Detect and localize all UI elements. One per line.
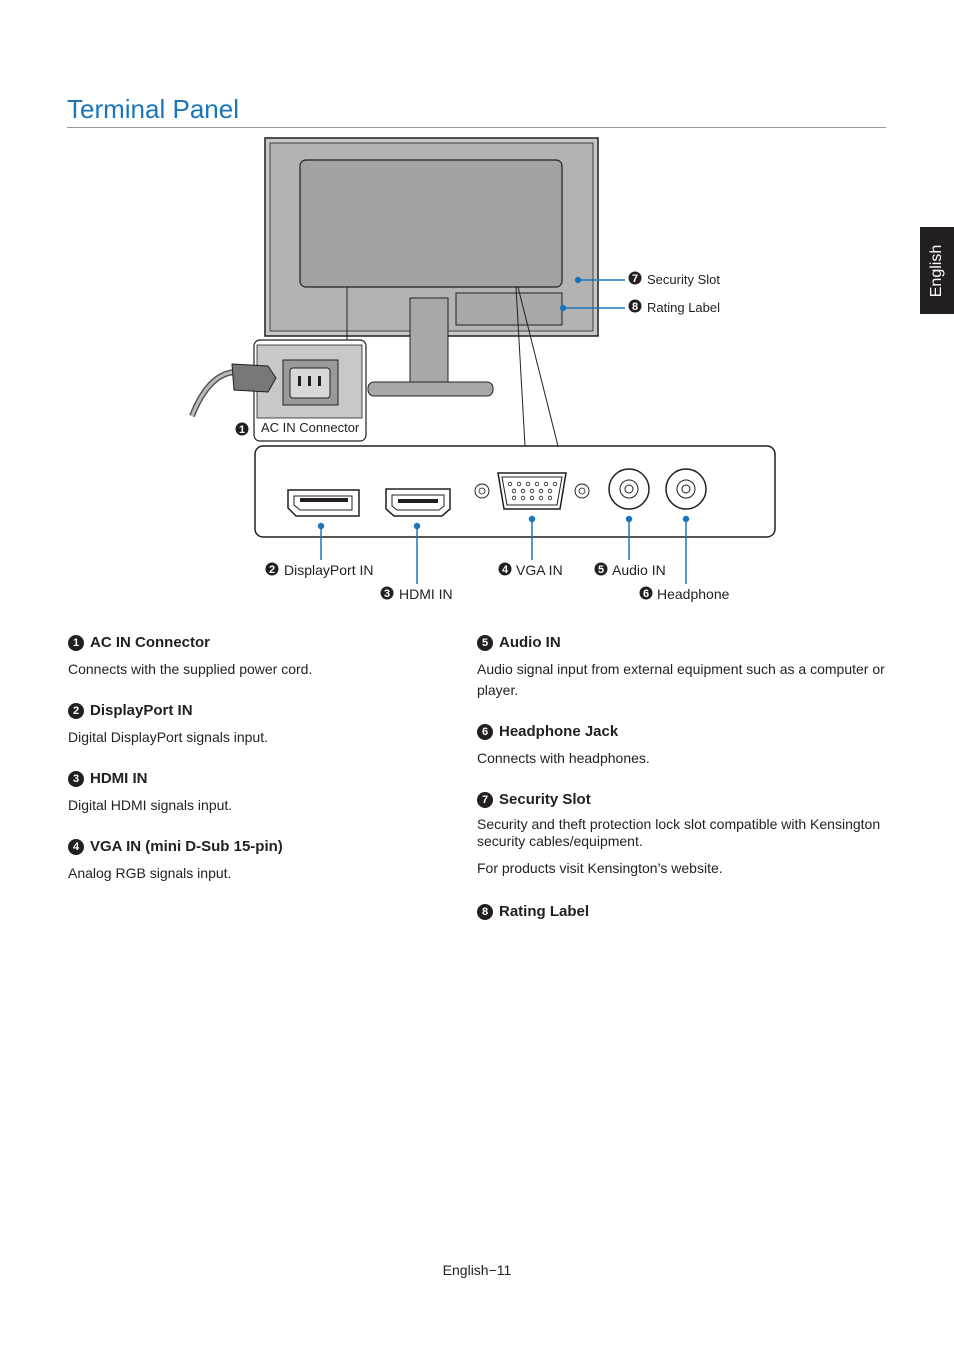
audio-label: Audio IN [612, 562, 666, 578]
svg-text:7: 7 [632, 273, 638, 285]
callout-7: 7 Security Slot [628, 271, 720, 287]
item-text: Analog RGB signals input. [68, 865, 232, 881]
terminal-panel-diagram: 1 AC IN Connector 2 DisplayPort IN 3 HDM… [189, 137, 776, 602]
callout-6: 6 Headphone [639, 586, 730, 602]
item-ac-in: 1 AC IN Connector Connects with the suppl… [68, 634, 478, 680]
vga-label: VGA IN [516, 562, 563, 578]
displayport-connector [287, 489, 360, 517]
item-text: Digital HDMI signals input. [68, 797, 233, 813]
number-badge: 1 [68, 634, 84, 651]
hdmi-label: HDMI IN [399, 586, 453, 602]
number-badge: 5 [477, 634, 493, 651]
item-title: Headphone Jack [499, 723, 619, 740]
page-number: English−11 [442, 1262, 512, 1278]
callout-4: 4 VGA IN [498, 562, 563, 578]
headphone-label: Headphone [657, 586, 730, 602]
displayport-label: DisplayPort IN [284, 562, 373, 578]
svg-text:6: 6 [643, 588, 649, 600]
rating-label: Rating Label [647, 300, 720, 315]
number-badge: 8 [477, 903, 493, 920]
number-badge: 4 [68, 838, 84, 855]
item-text: For products visit Kensington’s website. [477, 860, 723, 876]
item-rating-label: 8 Rating Label [477, 903, 887, 928]
callout-2: 2 DisplayPort IN [265, 562, 373, 578]
security-label: Security Slot [647, 272, 720, 287]
item-displayport: 2 DisplayPort IN Digital DisplayPort sign… [68, 702, 478, 748]
ac-in-inset [189, 339, 367, 442]
port-panel [254, 445, 776, 538]
number-badge: 7 [477, 791, 493, 808]
page-title: Terminal Panel [67, 94, 239, 124]
vga-connector [474, 472, 590, 510]
number-badge: 3 [68, 770, 84, 787]
item-vga: 4 VGA IN (mini D-Sub 15-pin) Analog RGB s… [68, 838, 478, 884]
item-text: Connects with the supplied power cord. [68, 661, 313, 677]
title-divider [67, 127, 886, 128]
svg-text:2: 2 [269, 564, 275, 576]
item-title: Audio IN [499, 634, 561, 651]
item-title: AC IN Connector [90, 634, 210, 651]
callout-1: 1 AC IN Connector [235, 420, 360, 436]
number-badge: 2 [68, 702, 84, 719]
item-text: Connects with headphones. [477, 750, 650, 766]
monitor-back-illustration [264, 137, 599, 447]
language-tab: English [920, 227, 954, 314]
item-title: DisplayPort IN [90, 702, 193, 719]
item-title: HDMI IN [90, 770, 148, 787]
audio-in-jack [608, 468, 650, 510]
item-title: Security Slot [499, 791, 591, 808]
item-text: Audio signal input from external equipme… [477, 661, 885, 698]
item-title: Rating Label [499, 903, 590, 920]
item-title: VGA IN (mini D-Sub 15-pin) [90, 838, 283, 855]
svg-text:3: 3 [384, 588, 390, 600]
svg-text:1: 1 [239, 424, 245, 436]
callout-3: 3 HDMI IN [380, 586, 453, 602]
item-audio-in: 5 Audio IN Audio signal input from extern… [477, 634, 887, 701]
svg-text:8: 8 [632, 301, 638, 313]
item-text: Security and theft protection lock slot … [477, 816, 881, 849]
callout-5: 5 Audio IN [594, 562, 666, 578]
headphone-jack [665, 468, 707, 510]
item-hdmi: 3 HDMI IN Digital HDMI signals input. [68, 770, 478, 816]
svg-text:5: 5 [598, 564, 604, 576]
callout-8: 8 Rating Label [628, 299, 720, 315]
item-security-slot: 7 Security Slot Security and theft protec… [477, 791, 887, 879]
item-text: Digital DisplayPort signals input. [68, 729, 268, 745]
number-badge: 6 [477, 723, 493, 740]
hdmi-connector [385, 488, 451, 517]
item-headphone: 6 Headphone Jack Connects with headphones… [477, 723, 887, 769]
callout-leaders [317, 276, 690, 584]
svg-text:4: 4 [502, 564, 509, 576]
ac-in-label: AC IN Connector [261, 420, 360, 435]
